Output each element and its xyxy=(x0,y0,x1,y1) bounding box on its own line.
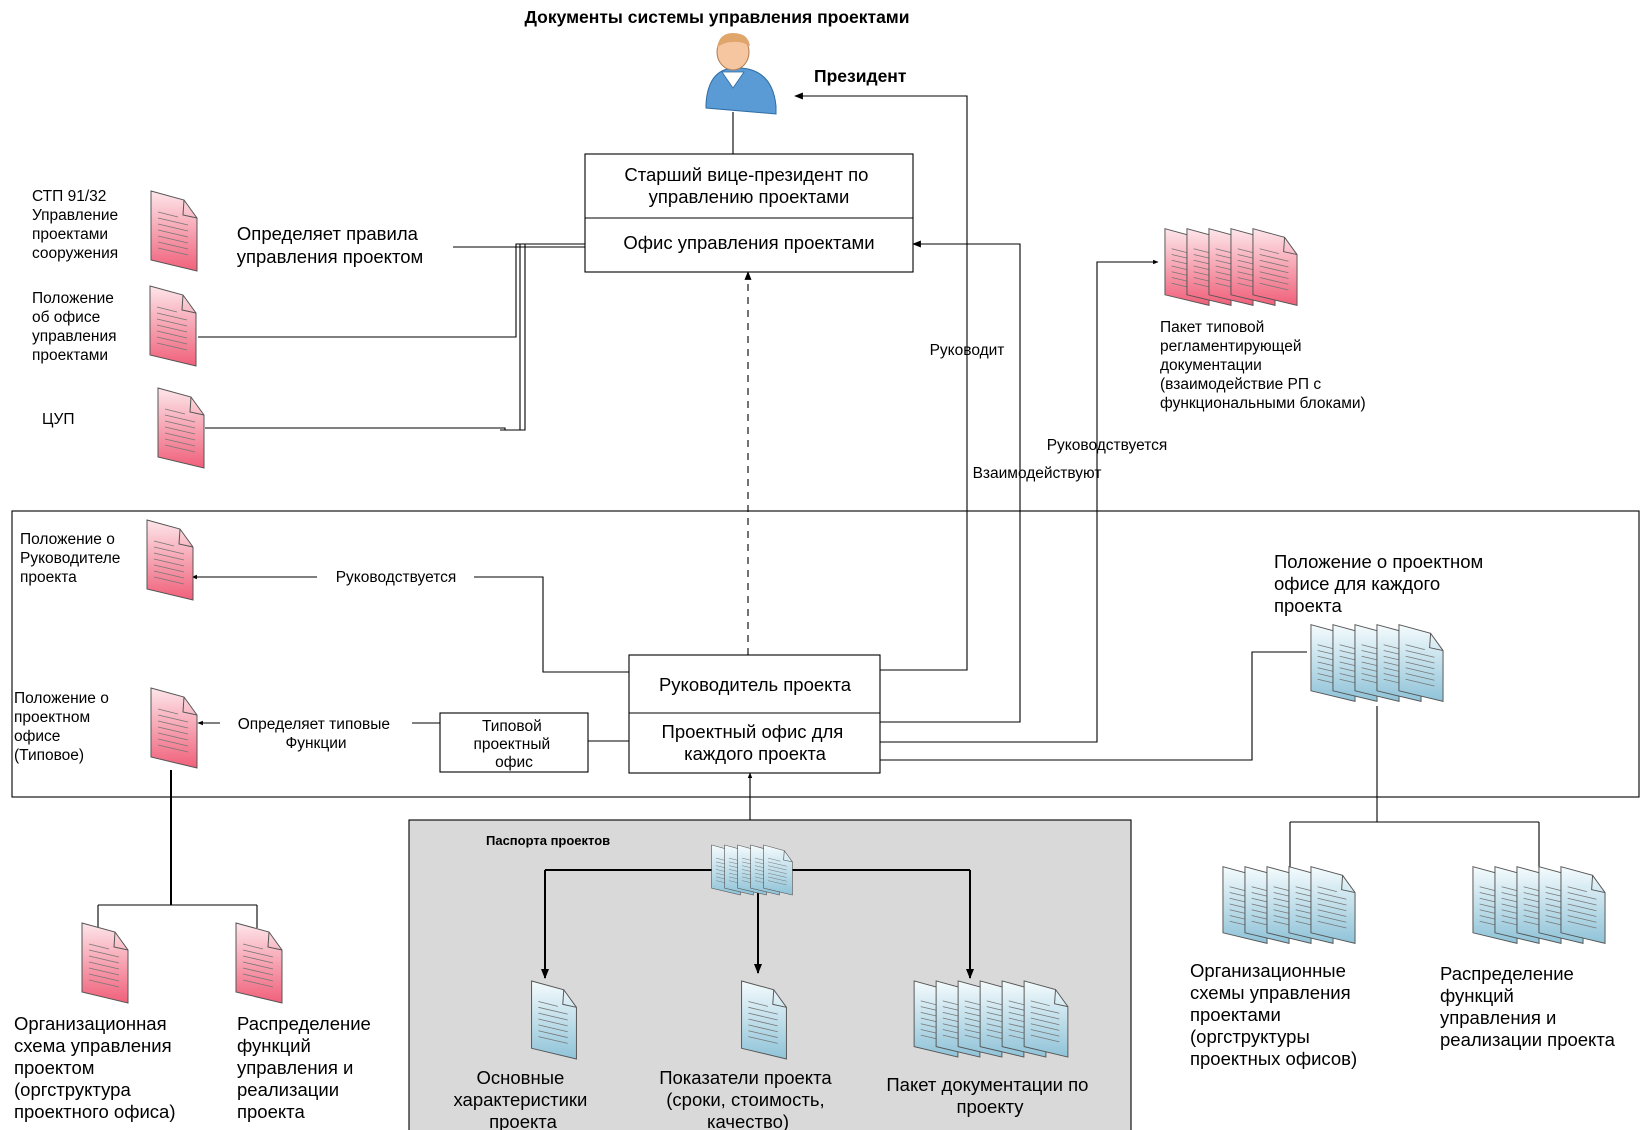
indicators-label: Показатели проекта (сроки, стоимость, ка… xyxy=(659,1067,837,1130)
project-level-frame xyxy=(11,510,1640,798)
rukovodit-label: Руководит xyxy=(930,342,1005,359)
doc-po-each-stack-icon xyxy=(1310,624,1444,702)
rules-label: Определяет правила управления проектом xyxy=(237,223,424,267)
right-org-label: Организационные схемы управления проекта… xyxy=(1190,960,1357,1069)
left-func-label: Распределение функций управления и реали… xyxy=(237,1013,376,1122)
doc-package-stack-icon xyxy=(1164,228,1298,306)
svp-label: Старший вице-президент по управлению про… xyxy=(624,164,873,207)
pm-label: Руководитель проекта xyxy=(659,674,852,695)
president-person-icon xyxy=(705,33,777,115)
typical-po-label: Типовой проектный офис xyxy=(474,718,555,771)
pm-guided-label: Руководствуется xyxy=(336,569,457,586)
diagram-title: Документы системы управления проектами xyxy=(524,7,909,27)
vzaimodeistvuyut-label: Взаимодействуют xyxy=(973,465,1102,482)
basic-label: Основные характеристики проекта xyxy=(453,1067,592,1130)
doc-po-typical-icon xyxy=(150,687,198,769)
package-doc-label: Пакет типовой регламентирующей документа… xyxy=(1160,319,1366,412)
svp-box xyxy=(584,153,914,273)
doc-left-func-icon xyxy=(235,922,283,1004)
po-label: Проектный офис для каждого проекта xyxy=(662,721,849,764)
doc-tsup-label: ЦУП xyxy=(42,411,74,428)
doc-project-package-stack-icon xyxy=(913,980,1069,1058)
connectors xyxy=(97,92,1540,979)
pm-box xyxy=(628,654,881,774)
right-func-label: Распределение функций управления и реали… xyxy=(1440,963,1616,1050)
rukovodstvuetsya-label: Руководствуется xyxy=(1047,437,1168,454)
doc-passports-stack-icon xyxy=(711,844,793,896)
pmo-label: Офис управления проектами xyxy=(623,232,874,253)
doc-right-org-stack-icon xyxy=(1222,866,1356,944)
doc-pm-reg-icon xyxy=(146,519,194,601)
doc-po-typical-label: Положение о проектном офисе (Типовое) xyxy=(14,690,113,764)
doc-left-org-icon xyxy=(81,922,129,1004)
doc-tsup-icon xyxy=(157,387,205,469)
left-org-label: Организационная схема управления проекто… xyxy=(14,1013,177,1122)
doc-stp-label: СТП 91/32 Управление проектами сооружени… xyxy=(32,188,122,262)
project-package-label: Пакет документации по проекту xyxy=(886,1074,1093,1117)
doc-pmo-reg-label: Положение об офисе управления проектами xyxy=(32,290,121,364)
typical-po-box xyxy=(439,712,589,773)
doc-pm-reg-label: Положение о Руководителе проекта xyxy=(20,531,125,586)
po-each-reg-label: Положение о проектном офисе для каждого … xyxy=(1274,551,1488,616)
president-label: Президент xyxy=(814,66,907,86)
defines-functions-label: Определяет типовые Функции xyxy=(238,716,395,752)
doc-pmo-reg-icon xyxy=(149,285,197,367)
doc-stp-icon xyxy=(150,190,198,272)
doc-right-func-stack-icon xyxy=(1472,866,1606,944)
passports-title: Паспорта проектов xyxy=(486,833,610,848)
